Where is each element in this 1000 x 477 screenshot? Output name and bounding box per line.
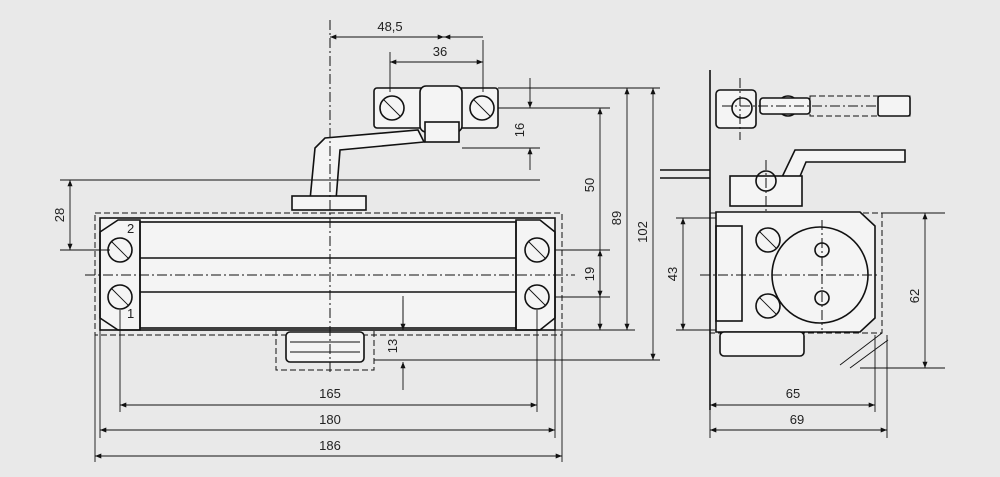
dim-89: 89 — [609, 211, 624, 225]
dim-69: 69 — [790, 412, 804, 427]
dim-36: 36 — [433, 44, 447, 59]
dim-180: 180 — [319, 412, 341, 427]
dim-43: 43 — [665, 267, 680, 281]
front-view: 2 1 — [60, 20, 660, 462]
dim-28: 28 — [52, 208, 67, 222]
arm-side-top — [715, 78, 911, 140]
dim-13: 13 — [385, 339, 400, 353]
dim-19: 19 — [582, 267, 597, 281]
arm-shoe-bracket — [373, 85, 499, 143]
dim-186: 186 — [319, 438, 341, 453]
dim-165: 165 — [319, 386, 341, 401]
side-dimensions: 43 62 65 69 — [665, 213, 928, 433]
dim-16: 16 — [512, 123, 527, 137]
front-dimensions: 48,5 36 16 50 89 102 28 19 13 165 180 18… — [52, 19, 656, 459]
dim-102: 102 — [635, 221, 650, 243]
pinion-housing — [275, 329, 375, 371]
screw — [107, 284, 133, 310]
dim-50: 50 — [582, 178, 597, 192]
valve-mark-2: 2 — [127, 221, 134, 236]
side-view — [660, 70, 945, 438]
dim-65: 65 — [786, 386, 800, 401]
screw — [524, 237, 550, 263]
dim-62: 62 — [907, 289, 922, 303]
closer-body: 2 1 — [99, 217, 556, 331]
valve-mark-1: 1 — [127, 306, 134, 321]
closer-arm — [309, 129, 426, 201]
dim-48-5: 48,5 — [377, 19, 402, 34]
screw — [524, 284, 550, 310]
